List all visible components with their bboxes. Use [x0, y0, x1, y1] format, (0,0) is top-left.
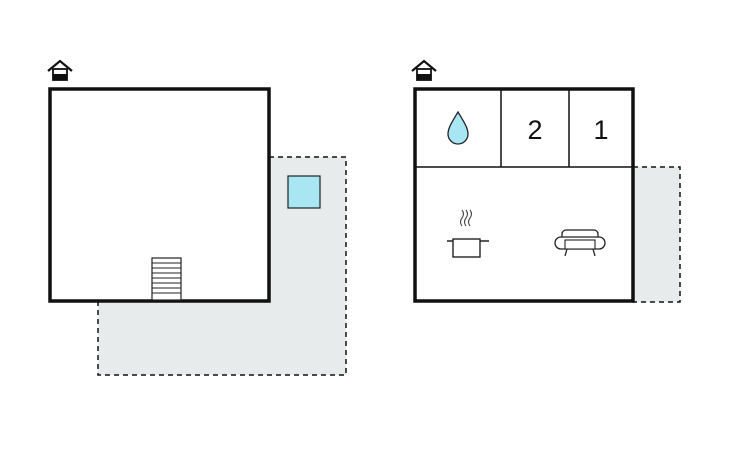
stairs-icon	[151, 257, 182, 301]
floor-plan-left	[47, 59, 347, 376]
kitchen-pot-icon	[447, 209, 489, 258]
bedroom-label-1: 1	[593, 115, 608, 145]
pool-icon	[287, 175, 321, 209]
floor-plan-right: 2 1	[411, 59, 681, 303]
bathroom-water-drop-icon	[447, 110, 469, 145]
house-entrance-icon	[411, 59, 437, 81]
house-entrance-icon	[47, 59, 73, 81]
bedroom-label-2: 2	[527, 115, 542, 145]
terrace-area	[632, 166, 681, 303]
living-room-sofa-icon	[554, 229, 606, 257]
